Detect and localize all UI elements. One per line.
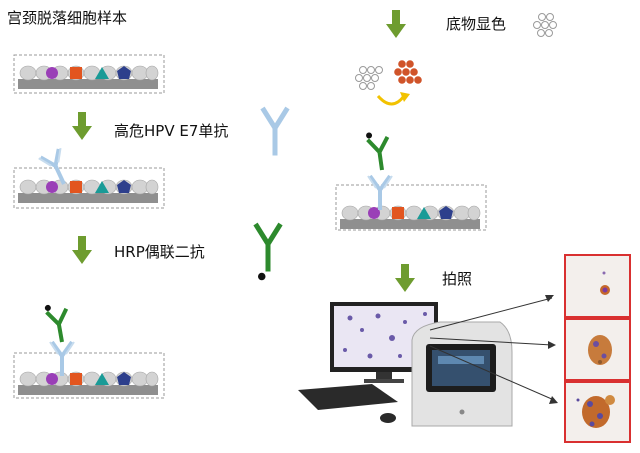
sample-panel <box>13 54 165 94</box>
detection-panel <box>335 127 487 231</box>
zoom-lines <box>429 295 558 404</box>
secondary-antibody-icon <box>253 222 283 281</box>
label-substrate: 底物显色 <box>446 15 507 33</box>
label-imaging: 拍照 <box>442 270 473 288</box>
label-primary-antibody: 高危HPV E7单抗 <box>114 122 229 140</box>
micrograph-inset-3 <box>564 381 631 443</box>
step-arrow-icon <box>72 236 92 264</box>
micrograph-inset-2 <box>564 318 631 381</box>
step-arrow-icon <box>386 10 406 38</box>
micrograph-inset-1 <box>564 254 631 318</box>
step-arrow-icon <box>72 112 92 140</box>
step-arrow-icon <box>395 264 415 292</box>
label-secondary-antibody: HRP偶联二抗 <box>114 243 205 261</box>
primary-binding-panel <box>13 146 165 209</box>
substrate-reaction <box>355 60 422 106</box>
label-sample: 宫颈脱落细胞样本 <box>7 9 128 27</box>
substrate-dots-icon <box>533 13 557 37</box>
imaging-device-icon <box>411 321 513 427</box>
primary-antibody-icon <box>260 106 290 156</box>
secondary-binding-panel <box>13 299 165 399</box>
